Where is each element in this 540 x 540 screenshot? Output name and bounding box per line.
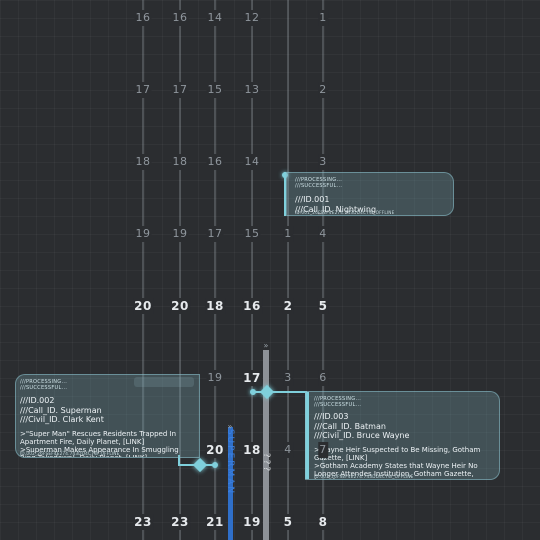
card-footer: ID.001_26FSEF4E274.743DD4C7W_OFFLINE xyxy=(295,210,395,215)
timeline-number: 8 xyxy=(317,514,329,530)
successful-status: ///SUCCESSFUL... xyxy=(295,183,343,189)
timeline-number: 19 xyxy=(134,226,152,242)
timeline-number: 20 xyxy=(170,298,190,314)
processing-status: ///PROCESSING... xyxy=(295,177,343,183)
timeline-number: 5 xyxy=(317,298,329,314)
call-id: ///Call_ID. Superman xyxy=(20,405,102,415)
nightwing-node[interactable] xyxy=(282,172,288,178)
headline-list: >"Super Man" Rescues Residents Trapped I… xyxy=(20,429,191,458)
lane-line xyxy=(214,0,216,540)
timeline-number: 4 xyxy=(318,226,328,242)
batman-chevron-icon: » xyxy=(263,341,269,350)
superman-chevron-icon: » xyxy=(227,422,233,431)
headline-list: >Wayne Heir Suspected to Be Missing, Got… xyxy=(314,445,491,480)
timeline-number: 3 xyxy=(283,370,293,386)
timeline-number: 7 xyxy=(318,442,328,458)
card-id: ///ID.001 xyxy=(295,195,330,204)
card-accent-bar xyxy=(306,392,309,479)
nightwing-connector xyxy=(284,172,286,216)
timeline-number: 16 xyxy=(134,10,152,26)
lane-line xyxy=(287,0,289,540)
batman-info-card[interactable]: ///PROCESSING... ///SUCCESSFUL... ///ID.… xyxy=(305,391,500,480)
superman-connector-stub xyxy=(178,455,180,465)
timeline-number: 1 xyxy=(318,10,328,26)
card-id: ///ID.002 xyxy=(20,396,55,405)
timeline-number: 19 xyxy=(171,226,189,242)
batman-strip-label: ??? xyxy=(261,452,271,474)
timeline-number: 23 xyxy=(170,514,190,530)
timeline-number: 16 xyxy=(171,10,189,26)
card-id: ///ID.003 xyxy=(314,412,349,421)
headline-link[interactable]: >"Super Man" Rescues Residents Trapped I… xyxy=(20,429,177,446)
timeline-number: 13 xyxy=(243,82,261,98)
timeline-number: 12 xyxy=(243,10,261,26)
timeline-number: 15 xyxy=(243,226,261,242)
timeline-number: 18 xyxy=(134,154,152,170)
timeline-number: 16 xyxy=(242,298,262,314)
card-footer: ID.002_26FSEF4E274.743DD4C7W_OFFLINE xyxy=(20,451,120,456)
timeline-number: 18 xyxy=(242,442,262,458)
headline-link[interactable]: >Wayne Heir Suspected to Be Missing, Got… xyxy=(314,445,481,462)
lane-line xyxy=(322,0,324,540)
timeline-number: 2 xyxy=(282,298,294,314)
batman-node[interactable] xyxy=(250,389,256,395)
timeline-number: 21 xyxy=(205,514,225,530)
nightwing-info-card[interactable]: ///PROCESSING... ///SUCCESSFUL... ///ID.… xyxy=(286,172,454,216)
processing-status: ///PROCESSING... xyxy=(314,396,362,402)
timeline-number: 19 xyxy=(206,370,224,386)
civil-id: ///Civil_ID. Dick Grayson xyxy=(295,214,445,215)
headline-link[interactable]: >Superman Makes Appearance In Smuggling … xyxy=(20,445,179,457)
timeline-number: 14 xyxy=(206,10,224,26)
timeline-number: 18 xyxy=(205,298,225,314)
lane-line xyxy=(142,0,144,540)
timeline-number: 17 xyxy=(206,226,224,242)
timeline-number: 18 xyxy=(171,154,189,170)
timeline-number: 14 xyxy=(243,154,261,170)
civil-id: ///Civil_ID. Bruce Wayne xyxy=(314,431,410,440)
superman-info-card[interactable]: ///PROCESSING... ///SUCCESSFUL... ///ID.… xyxy=(15,374,200,458)
call-id: ///Call_ID. Batman xyxy=(314,421,386,431)
timeline-number: 6 xyxy=(318,370,328,386)
processing-status: ///PROCESSING... xyxy=(20,379,68,385)
timeline-number: 15 xyxy=(206,82,224,98)
timeline-number: 20 xyxy=(205,442,225,458)
timeline-number: 1 xyxy=(283,226,293,242)
timeline-number: 17 xyxy=(171,82,189,98)
call-id: ///Call_ID. Nightwing xyxy=(295,204,377,214)
timeline-number: 2 xyxy=(318,82,328,98)
successful-status: ///SUCCESSFUL... xyxy=(20,385,68,391)
civil-id: ///Civil_ID. Clark Kent xyxy=(20,415,104,424)
lane-line xyxy=(251,0,253,540)
timeline-number: 3 xyxy=(318,154,328,170)
card-footer: ID.003_26FSEF4E274.743DD4C7W_OFFLINE xyxy=(314,474,414,479)
superman-pointer-icon xyxy=(192,457,208,473)
timeline-number: 4 xyxy=(283,442,293,458)
successful-status: ///SUCCESSFUL... xyxy=(314,402,362,408)
timeline-number: 5 xyxy=(282,514,294,530)
timeline-number: 16 xyxy=(206,154,224,170)
timeline-number: 23 xyxy=(133,514,153,530)
superman-node[interactable] xyxy=(212,462,218,468)
timeline-number: 17 xyxy=(134,82,152,98)
superman-strip-label: SUPERMAN xyxy=(225,428,235,496)
headline-link[interactable]: >Gotham Academy States that Wayne Heir N… xyxy=(314,461,478,479)
timeline-number: 17 xyxy=(242,370,262,386)
timeline-number: 19 xyxy=(242,514,262,530)
batman-timeline-strip[interactable] xyxy=(263,350,269,540)
blurred-region xyxy=(134,377,194,387)
superman-timeline-strip[interactable] xyxy=(228,427,233,540)
lane-line xyxy=(179,0,181,540)
timeline-number: 20 xyxy=(133,298,153,314)
batman-connector xyxy=(253,391,307,393)
